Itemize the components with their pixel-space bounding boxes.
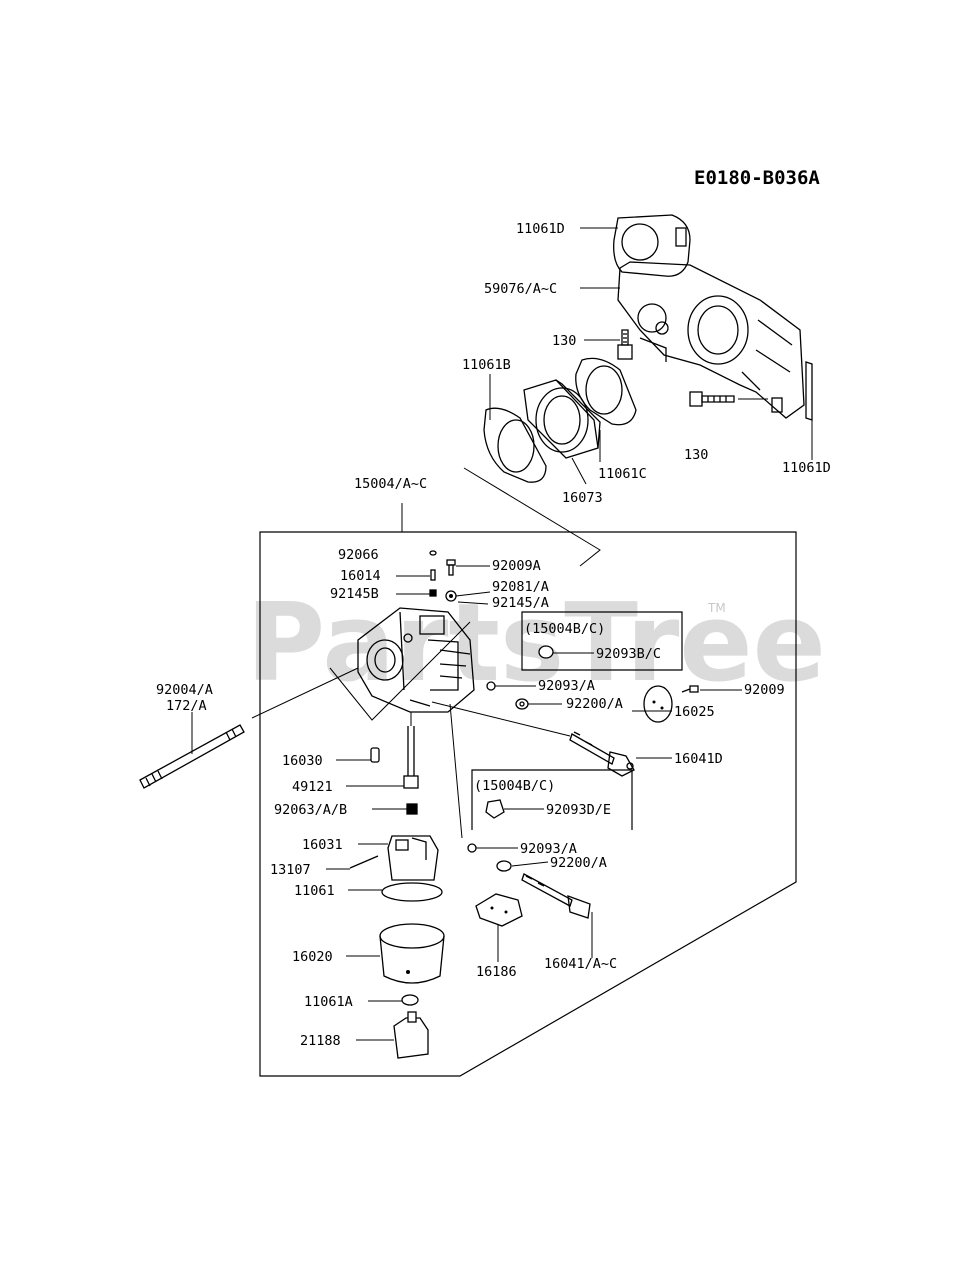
label-15004bc-1: (15004B/C) [524,621,605,637]
label-92200a-1: 92200/A [566,696,623,712]
bolt-130-a [617,329,633,360]
watermark-trademark: TM [707,601,726,615]
oring-11061 [381,882,443,902]
label-16020: 16020 [292,949,333,965]
carburetor-assembly-frame [259,531,797,1077]
label-92200a-2: 92200/A [550,855,607,871]
label-15004bc-2: (15004B/C) [474,778,555,794]
label-13107: 13107 [270,862,311,878]
carburetor-body [357,607,475,713]
label-92145b: 92145B [330,586,379,602]
label-59076: 59076/A~C [484,281,557,297]
seal-92093a-upper [486,681,496,691]
oring-11061a [401,994,419,1006]
bowl-16020 [379,923,445,984]
jet-16030 [370,747,380,763]
label-16025: 16025 [674,704,715,720]
solenoid-21188 [393,1011,429,1059]
stud-92004 [139,724,245,789]
variant-box-1 [521,611,683,671]
label-16041ac: 16041/A~C [544,956,617,972]
label-21188: 21188 [300,1033,341,1049]
choke-shaft-16041 [521,873,591,919]
part-16014 [430,569,436,581]
label-15004: 15004/A~C [354,476,427,492]
float-16031 [387,835,439,881]
label-92009: 92009 [744,682,785,698]
label-16073: 16073 [562,490,603,506]
label-130-b: 130 [684,447,708,463]
label-16041d: 16041D [674,751,723,767]
label-16014: 16014 [340,568,381,584]
pin-13107 [349,855,379,869]
label-130-a: 130 [552,333,576,349]
gasket-11061c [575,357,637,426]
throttle-plate-16025 [643,685,673,723]
screw-92009a [446,559,456,576]
watermark: PartsTree [246,581,826,706]
label-11061: 11061 [294,883,335,899]
throttle-shaft-16041d [569,731,635,777]
label-11061d-top: 11061D [516,221,565,237]
insulator-16073 [523,379,601,459]
diagram-code: E0180-B036A [694,167,820,189]
label-49121: 49121 [292,779,333,795]
label-16186: 16186 [476,964,517,980]
part-92093de [485,799,505,819]
variant-box-2 [471,769,633,830]
label-11061b: 11061B [462,357,511,373]
label-16030: 16030 [282,753,323,769]
label-92093a-2: 92093/A [520,841,577,857]
label-92093de: 92093D/E [546,802,611,818]
choke-plate-16186 [475,893,523,927]
part-92093bc [538,645,554,659]
bolt-130-b [689,391,735,407]
label-92093a-1: 92093/A [538,678,595,694]
washer-92200a-lower [496,860,512,872]
label-172: 172/A [166,698,207,714]
label-92145a: 92145/A [492,595,549,611]
label-11061c: 11061C [598,466,647,482]
part-labels: 11061D 59076/A~C 130 11061B 11061C 16073… [156,221,831,1049]
gasket-11061d-top [613,214,691,277]
label-11061d-right: 11061D [782,460,831,476]
label-11061a: 11061A [304,994,353,1010]
gasket-11061d-right [805,361,813,421]
label-92063: 92063/A/B [274,802,347,818]
label-92004: 92004/A [156,682,213,698]
label-92009a: 92009A [492,558,541,574]
gasket-11061b [483,407,547,483]
label-92093bc: 92093B/C [596,646,661,662]
label-16031: 16031 [302,837,343,853]
seal-92093a-lower [467,843,477,853]
screw-92009 [681,685,699,693]
part-92145b [429,589,437,597]
spring-92081 [445,590,457,602]
pin-49121 [403,726,419,789]
intake-manifold-59076 [617,261,805,419]
part-92066 [429,550,437,556]
screw-92063 [406,803,418,815]
leader-lines [191,227,813,1041]
label-92081: 92081/A [492,579,549,595]
label-92066: 92066 [338,547,379,563]
